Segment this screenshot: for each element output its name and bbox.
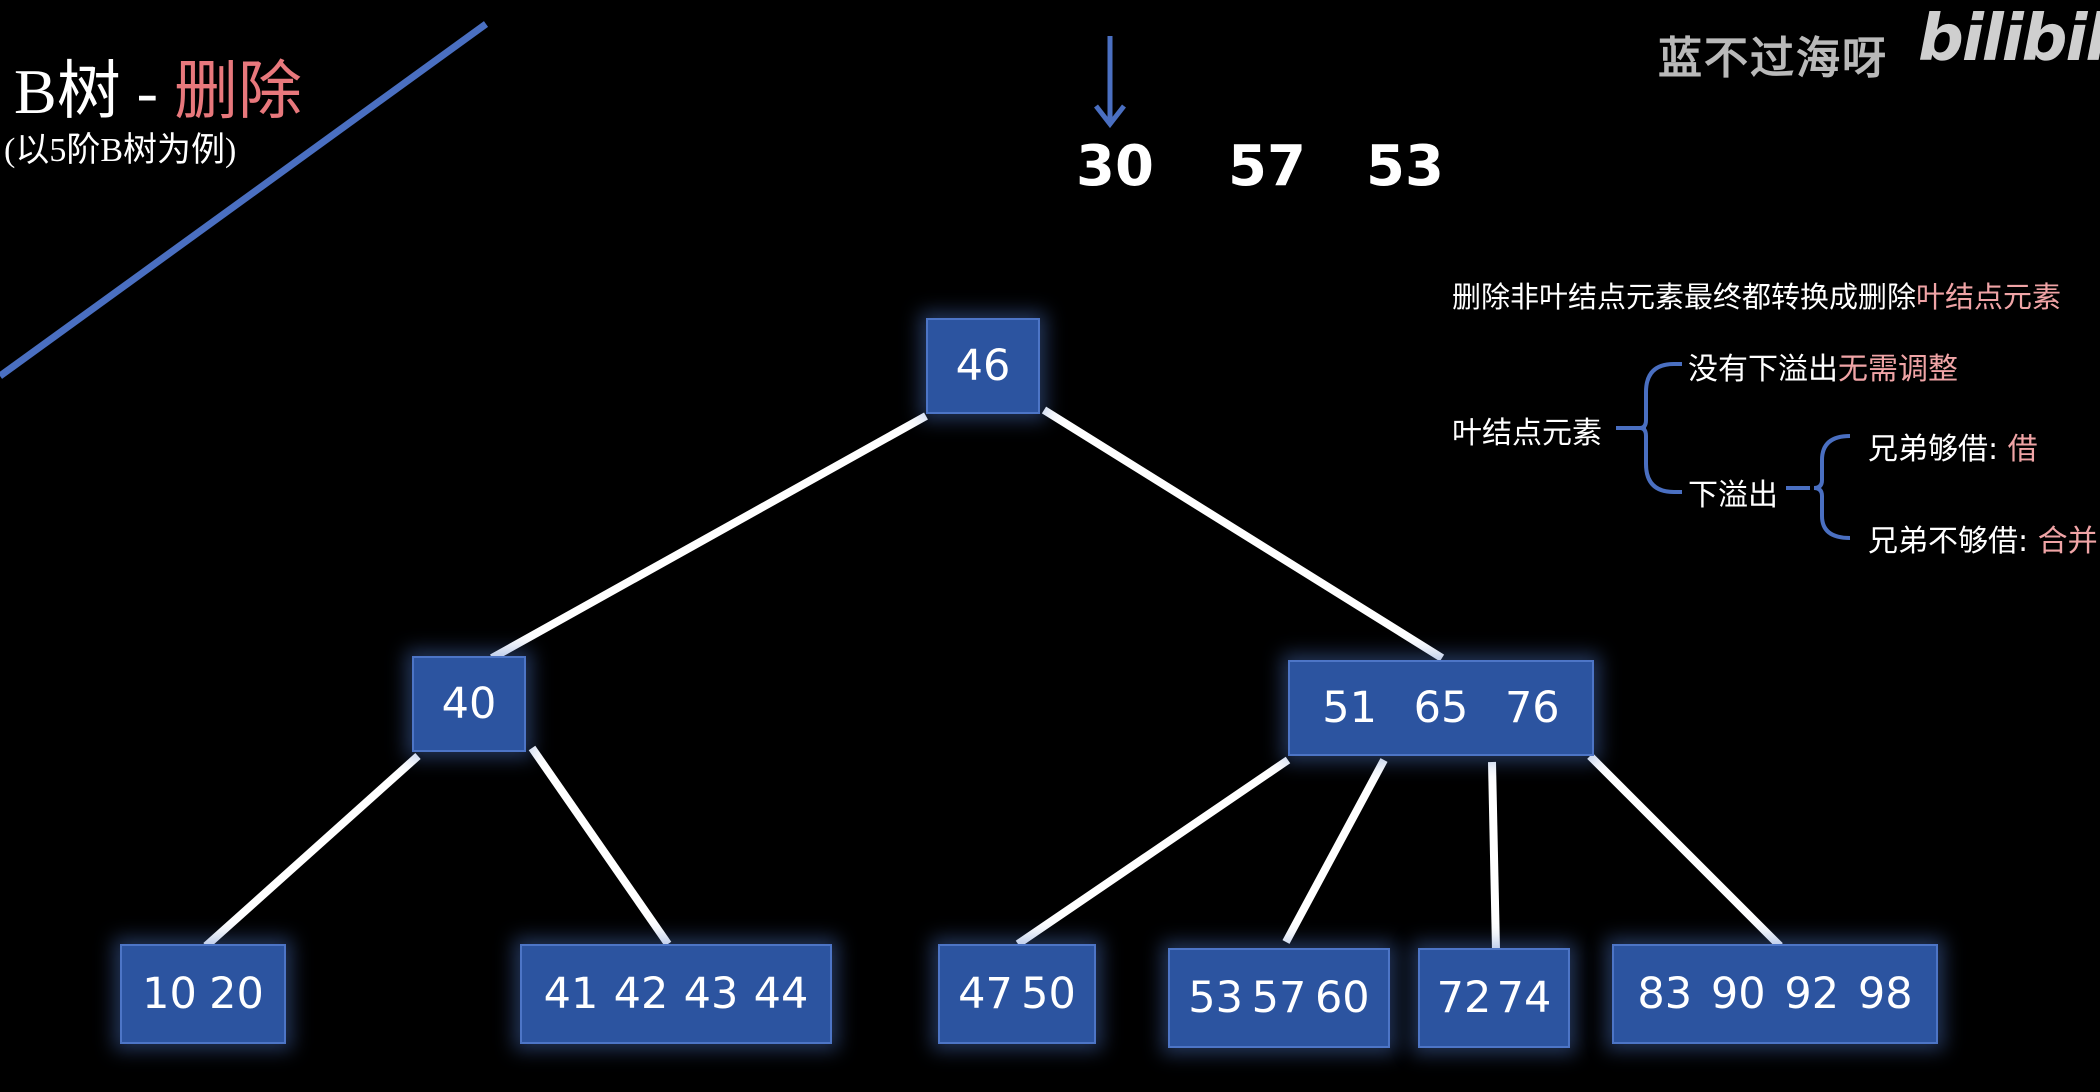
underflow-label: 下溢出 bbox=[1688, 478, 1778, 513]
brace-underflow-cases bbox=[1786, 434, 1851, 540]
node-key: 50 bbox=[1021, 969, 1076, 1019]
node-key: 10 bbox=[142, 969, 197, 1019]
edge-root-to-51-65-76 bbox=[1041, 406, 1445, 662]
node-key: 92 bbox=[1784, 969, 1840, 1019]
sibling-enough-prefix: 兄弟够借: bbox=[1868, 432, 2008, 467]
leaf-node-72-74: 72 74 bbox=[1418, 948, 1570, 1048]
node-key: 76 bbox=[1504, 683, 1560, 733]
node-key: 51 bbox=[1322, 683, 1378, 733]
sibling-enough-note: 兄弟够借: 借 bbox=[1868, 424, 2038, 468]
node-key: 47 bbox=[958, 969, 1013, 1019]
internal-node-40: 40 bbox=[412, 656, 526, 752]
leaf-element-label: 叶结点元素 bbox=[1452, 416, 1602, 451]
edge-40-to-41-44 bbox=[528, 745, 672, 947]
edge-76-to-83-98 bbox=[1587, 753, 1783, 949]
node-key: 44 bbox=[753, 969, 809, 1019]
no-underflow-highlight: 无需调整 bbox=[1838, 352, 1958, 387]
edge-40-to-10-20 bbox=[203, 753, 421, 949]
leaf-node-53-57-60: 53 57 60 bbox=[1168, 948, 1390, 1048]
bilibili-logo: bilibili bbox=[1918, 2, 2100, 76]
node-key: 53 bbox=[1188, 973, 1244, 1023]
delete-value-1: 30 bbox=[1076, 134, 1154, 199]
edge-65-to-53-60 bbox=[1282, 758, 1388, 944]
rule-highlight: 叶结点元素 bbox=[1916, 280, 2062, 314]
title-highlight: 删除 bbox=[174, 56, 302, 127]
rule-prefix: 删除非叶结点元素最终都转换成删除 bbox=[1452, 280, 1917, 314]
node-key: 46 bbox=[955, 341, 1011, 391]
sibling-not-enough-note: 兄弟不够借: 合并 bbox=[1868, 516, 2098, 560]
node-key: 83 bbox=[1637, 969, 1693, 1019]
leaf-node-41-44: 41 42 43 44 bbox=[520, 944, 832, 1044]
node-key: 65 bbox=[1413, 683, 1469, 733]
leaf-node-10-20: 10 20 bbox=[120, 944, 286, 1044]
node-key: 74 bbox=[1496, 973, 1552, 1023]
node-key: 90 bbox=[1710, 969, 1766, 1019]
sibling-not-enough-highlight: 合并 bbox=[2037, 524, 2098, 559]
page-title: B树 - 删除 bbox=[14, 40, 302, 132]
node-key: 60 bbox=[1314, 973, 1370, 1023]
node-key: 20 bbox=[209, 969, 264, 1019]
leaf-node-47-50: 47 50 bbox=[938, 944, 1096, 1044]
title-main: B树 - bbox=[14, 56, 174, 127]
down-arrow-icon bbox=[1094, 36, 1126, 129]
brace-leaf-cases bbox=[1616, 362, 1682, 494]
node-key: 43 bbox=[683, 969, 739, 1019]
sibling-enough-highlight: 借 bbox=[2007, 432, 2038, 467]
node-key: 40 bbox=[441, 679, 497, 729]
delete-value-2: 57 bbox=[1228, 134, 1306, 199]
edge-76-to-72-74 bbox=[1488, 761, 1500, 951]
root-node: 46 bbox=[926, 318, 1040, 414]
node-key: 42 bbox=[613, 969, 669, 1019]
no-underflow-note: 没有下溢出无需调整 bbox=[1688, 344, 1958, 388]
delete-value-3: 53 bbox=[1366, 134, 1444, 199]
sibling-not-enough-prefix: 兄弟不够借: bbox=[1868, 524, 2038, 559]
internal-node-51-65-76: 51 65 76 bbox=[1288, 660, 1594, 756]
page-subtitle: (以5阶B树为例) bbox=[4, 132, 237, 169]
edge-51-to-47-50 bbox=[1015, 756, 1291, 948]
no-underflow-prefix: 没有下溢出 bbox=[1688, 352, 1838, 387]
deletion-rule-note: 删除非叶结点元素最终都转换成删除叶结点元素 bbox=[1452, 274, 2061, 316]
author-watermark: 蓝不过海呀 bbox=[1658, 33, 1888, 84]
node-key: 98 bbox=[1857, 969, 1913, 1019]
node-key: 41 bbox=[543, 969, 599, 1019]
node-key: 72 bbox=[1436, 973, 1492, 1023]
edge-root-to-40 bbox=[490, 412, 928, 662]
leaf-node-83-98: 83 90 92 98 bbox=[1612, 944, 1938, 1044]
node-key: 57 bbox=[1251, 973, 1307, 1023]
